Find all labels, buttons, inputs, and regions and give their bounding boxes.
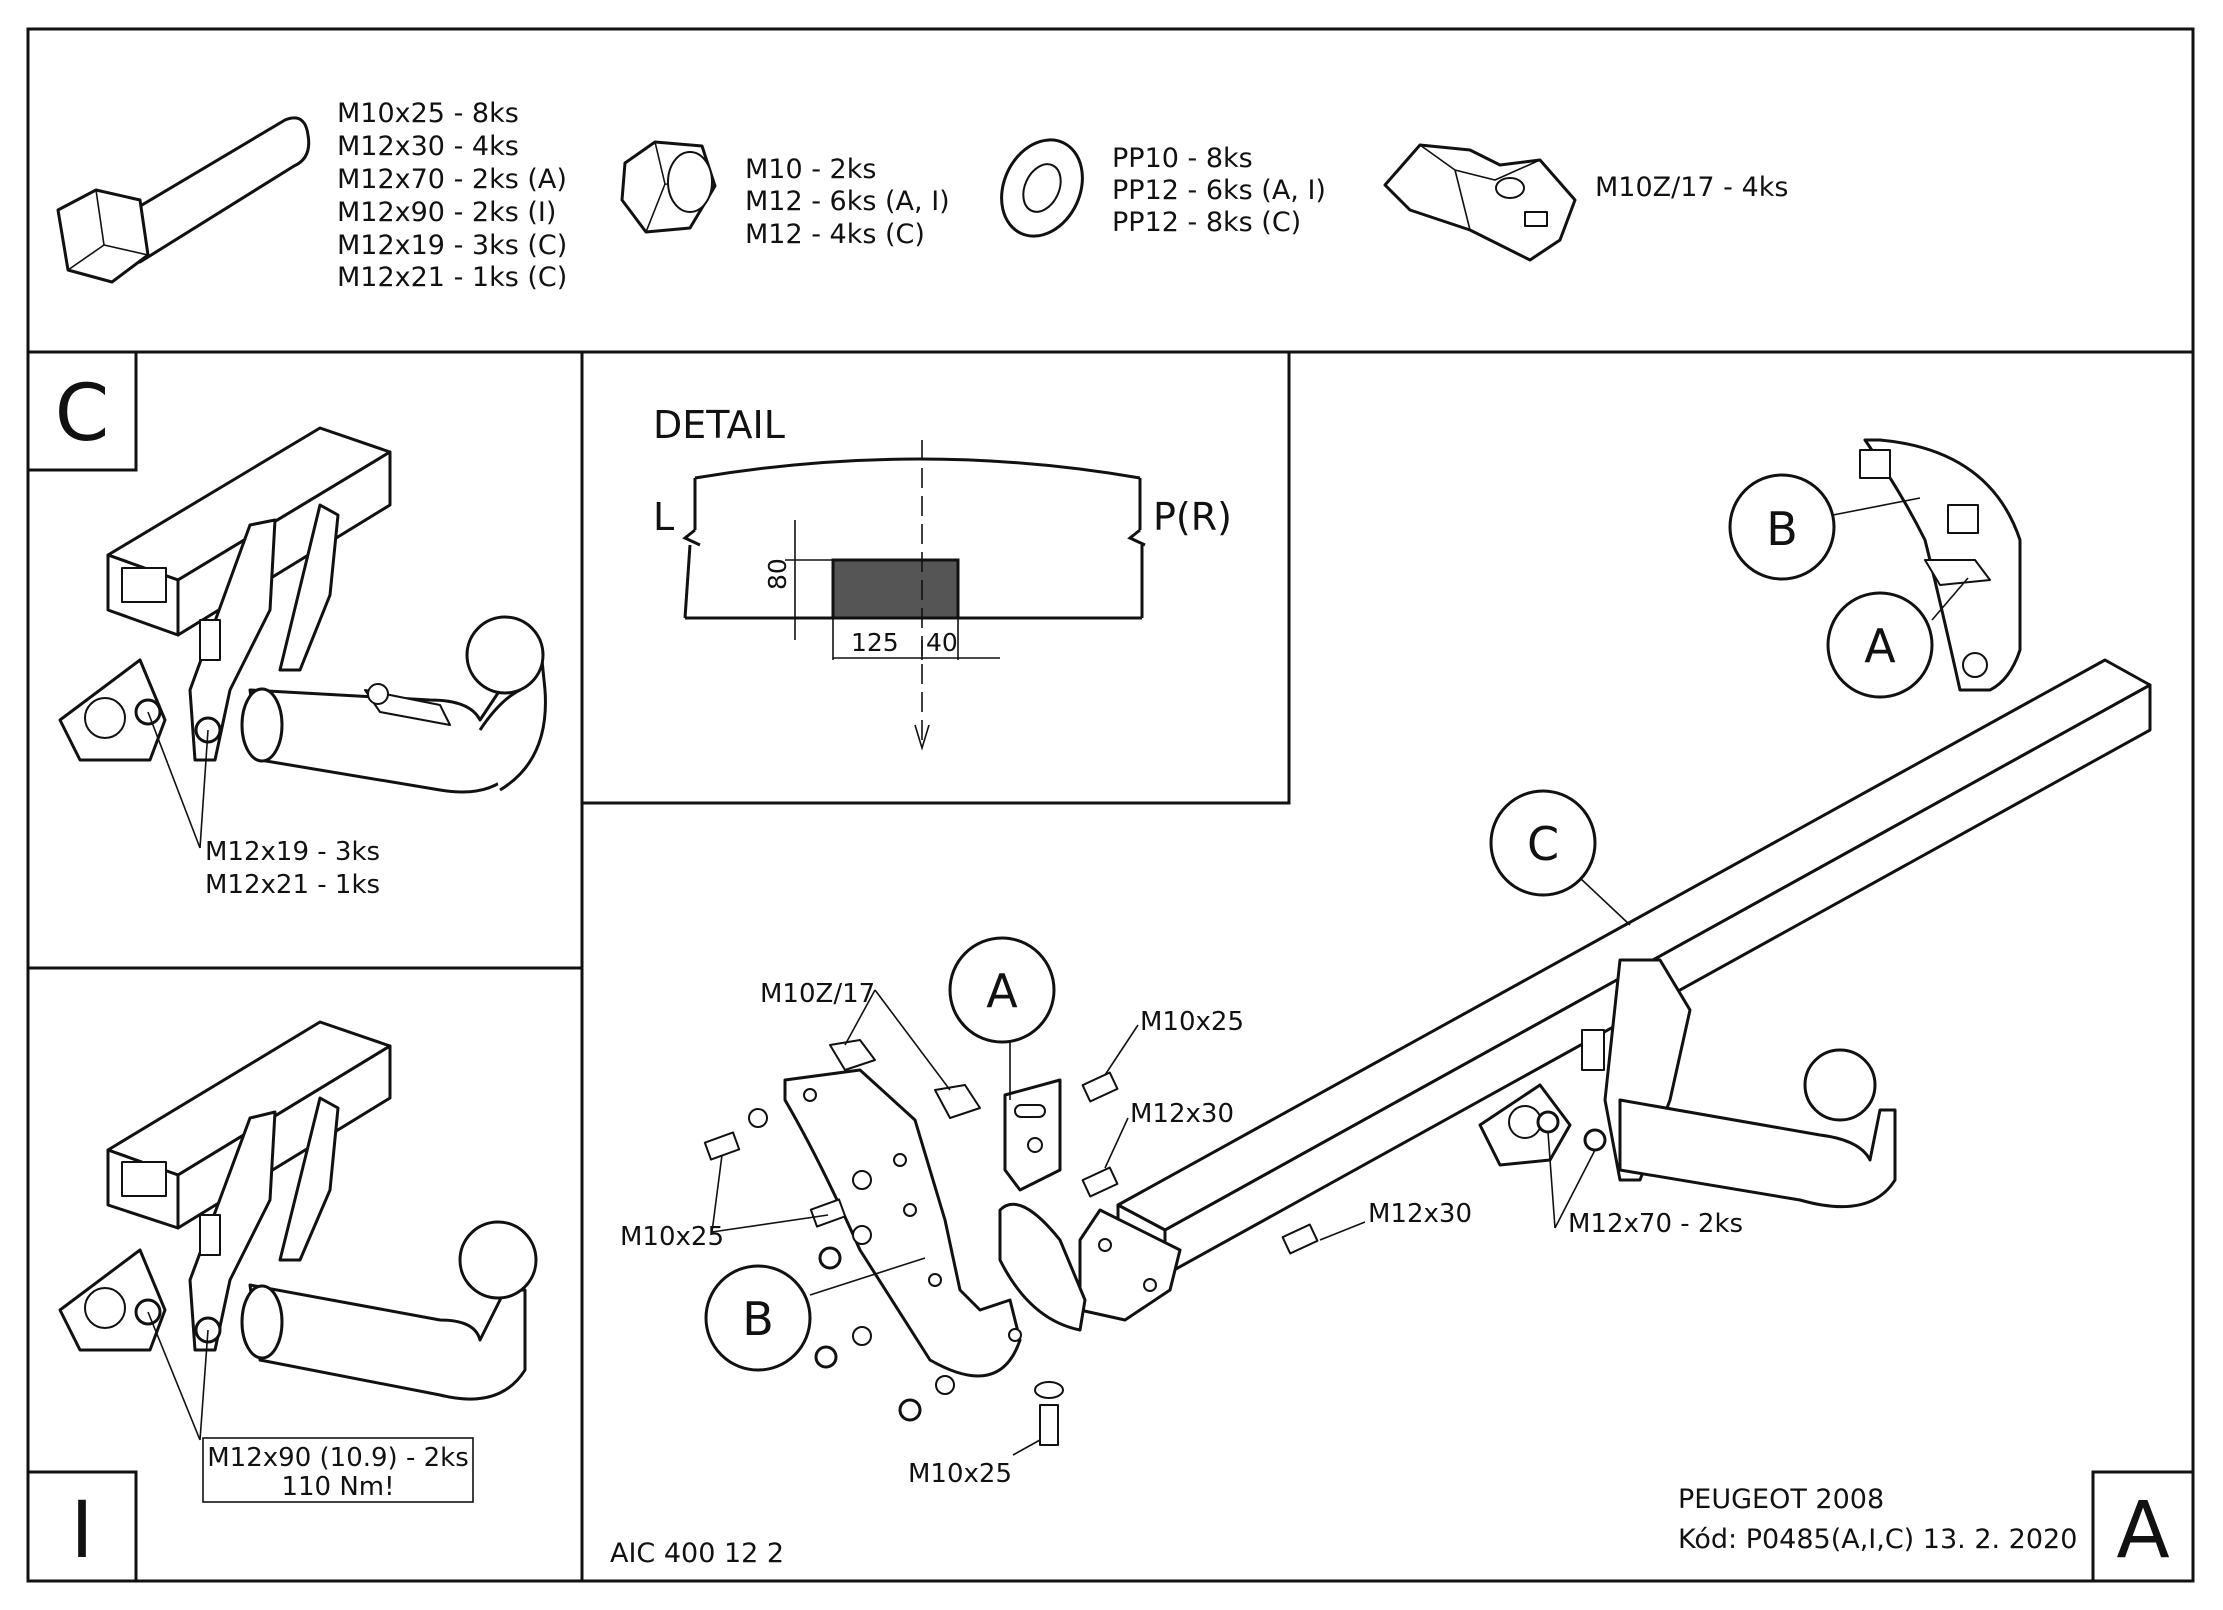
washer-icon <box>1000 138 1084 238</box>
detail-right-label: P(R) <box>1153 495 1232 539</box>
nut-list: M10 - 2ks M12 - 6ks (A, I) M12 - 4ks (C) <box>745 154 950 250</box>
callout-box-i: M12x90 (10.9) - 2ks 110 Nm! <box>202 1437 474 1503</box>
sheet-frame <box>26 27 2195 1583</box>
svg-text:B: B <box>1766 502 1798 556</box>
label-bolt-m12-top: M12x30 <box>1130 1099 1234 1129</box>
svg-text:PP12 - 8ks (C): PP12 - 8ks (C) <box>1112 207 1301 238</box>
svg-text:M12x90 (10.9) - 2ks: M12x90 (10.9) - 2ks <box>207 1443 469 1473</box>
ball-mount <box>1478 958 1897 1209</box>
cage-nut-label: M10Z/17 - 4ks <box>1595 172 1788 203</box>
detail-title: DETAIL <box>653 403 785 447</box>
washer-list: PP10 - 8ks PP12 - 6ks (A, I) PP12 - 8ks … <box>1112 143 1326 238</box>
corner-label-i: I <box>26 1470 138 1583</box>
svg-text:M12x21 - 1ks (C): M12x21 - 1ks (C) <box>337 262 567 293</box>
detail-dim-height: 80 <box>763 558 792 590</box>
corner-label-c: C <box>26 350 138 472</box>
svg-text:M12x19 - 3ks: M12x19 - 3ks <box>205 837 380 867</box>
svg-text:PP12 - 6ks (A, I): PP12 - 6ks (A, I) <box>1112 175 1326 206</box>
balloon-c-mid: C <box>1489 789 1597 897</box>
svg-text:M10x25 - 8ks: M10x25 - 8ks <box>337 98 519 129</box>
nut-icon <box>620 140 717 234</box>
bolt-list: M10x25 - 8ks M12x30 - 4ks M12x70 - 2ks (… <box>337 98 567 293</box>
svg-text:C: C <box>1527 817 1559 871</box>
detail-dimensions <box>785 520 1000 660</box>
balloon-b-low: B <box>704 1264 812 1372</box>
svg-text:A: A <box>986 964 1018 1018</box>
cage-nut-parts <box>829 1039 981 1119</box>
label-cage-nut: M10Z/17 <box>760 979 875 1009</box>
callout-leaders-i <box>147 1311 209 1441</box>
svg-text:110 Nm!: 110 Nm! <box>281 1472 394 1502</box>
svg-text:M12x30 - 4ks: M12x30 - 4ks <box>337 131 519 162</box>
callout-text-c: M12x19 - 3ks M12x21 - 1ks <box>205 837 380 900</box>
detail-profile <box>682 440 1146 751</box>
label-bolt-m12-mid: M12x30 <box>1368 1199 1472 1229</box>
code-and-date: Kód: P0485(A,I,C) 13. 2. 2020 <box>1678 1524 2077 1555</box>
detail-dim-width-1: 125 <box>851 628 899 657</box>
label-bolt-m10-left: M10x25 <box>620 1222 724 1252</box>
corner-label-a: A <box>2091 1470 2195 1583</box>
svg-text:PP10 - 8ks: PP10 - 8ks <box>1112 143 1253 174</box>
right-bracket <box>1859 438 2022 692</box>
side-bracket-b <box>783 1068 1022 1378</box>
vehicle-name: PEUGEOT 2008 <box>1678 1484 1884 1515</box>
middle-plate-a <box>998 1078 1087 1332</box>
bolt-icon <box>56 116 311 284</box>
catalog-number: AIC 400 12 2 <box>610 1538 784 1569</box>
svg-text:A: A <box>1864 619 1896 673</box>
detail-dim-width-2: 40 <box>926 628 958 657</box>
svg-text:C: C <box>55 369 109 459</box>
balloon-a-low: A <box>948 936 1056 1044</box>
svg-text:I: I <box>70 1486 93 1576</box>
svg-text:M12x21 - 1ks: M12x21 - 1ks <box>205 870 380 900</box>
balloon-a-top: A <box>1826 591 1934 699</box>
label-bolt-m10-bottom: M10x25 <box>908 1459 1012 1489</box>
fasteners <box>703 1071 1319 1446</box>
label-bolt-m10-top: M10x25 <box>1140 1007 1244 1037</box>
balloon-leaders <box>711 497 1969 1456</box>
towbar-assembly-i <box>58 1020 538 1401</box>
svg-text:M12x19 - 3ks (C): M12x19 - 3ks (C) <box>337 230 567 261</box>
svg-text:A: A <box>2116 1486 2169 1576</box>
balloon-b-top: B <box>1728 473 1836 581</box>
cage-nut-icon <box>1383 143 1577 262</box>
label-bolt-m12x70: M12x70 - 2ks <box>1568 1209 1743 1239</box>
svg-text:M10 - 2ks: M10 - 2ks <box>745 154 876 185</box>
callout-leaders-c <box>147 711 209 849</box>
svg-text:M12 - 4ks (C): M12 - 4ks (C) <box>745 219 925 250</box>
svg-text:M12x90 - 2ks (I): M12x90 - 2ks (I) <box>337 197 556 228</box>
svg-text:B: B <box>742 1292 774 1346</box>
svg-text:M12x70 - 2ks (A): M12x70 - 2ks (A) <box>337 164 567 195</box>
detail-left-label: L <box>653 495 674 539</box>
svg-text:M12 - 6ks (A, I): M12 - 6ks (A, I) <box>745 186 950 217</box>
towbar-assembly-c <box>58 426 547 794</box>
